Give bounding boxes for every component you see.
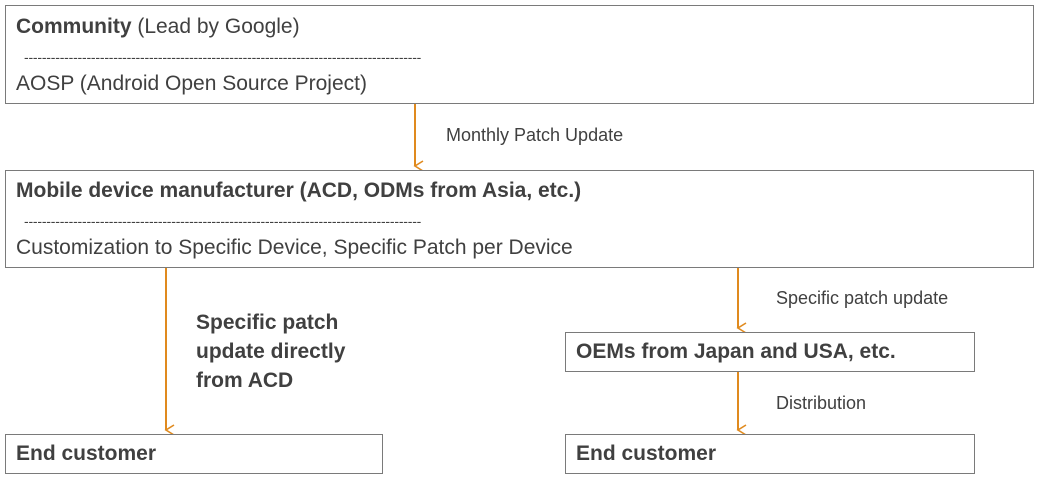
community-title-lead: (Lead by Google) — [131, 15, 300, 38]
manufacturer-title: Mobile device manufacturer (ACD, ODMs fr… — [16, 179, 582, 202]
oem-box: OEMs from Japan and USA, etc. — [565, 332, 975, 372]
specific-patch-label: Specific patch update — [776, 288, 949, 308]
direct-patch-label: Specific patch update directly from ACD — [196, 308, 345, 395]
direct-patch-line-3: from ACD — [196, 369, 294, 392]
manufacturer-subtitle: Customization to Specific Device, Specif… — [16, 236, 573, 259]
community-box: Community (Lead by Google) -------------… — [5, 5, 1034, 104]
monthly-patch-label: Monthly Patch Update — [446, 125, 624, 145]
community-divider: ----------------------------------------… — [24, 50, 422, 64]
end-customer-box-right: End customer — [565, 434, 975, 474]
end-customer-box-left: End customer — [5, 434, 383, 474]
direct-patch-line-2: update directly — [196, 340, 346, 363]
oem-title: OEMs from Japan and USA, etc. — [576, 340, 896, 363]
manufacturer-box: Mobile device manufacturer (ACD, ODMs fr… — [5, 170, 1034, 268]
community-title-bold: Community — [16, 15, 132, 38]
manufacturer-divider: ----------------------------------------… — [24, 214, 422, 228]
community-title: Community (Lead by Google) — [16, 15, 300, 39]
distribution-label: Distribution — [776, 393, 867, 413]
end-customer-right-title: End customer — [576, 442, 717, 465]
community-subtitle: AOSP (Android Open Source Project) — [16, 72, 367, 95]
end-customer-left-title: End customer — [16, 442, 157, 465]
direct-patch-line-1: Specific patch — [196, 311, 339, 334]
